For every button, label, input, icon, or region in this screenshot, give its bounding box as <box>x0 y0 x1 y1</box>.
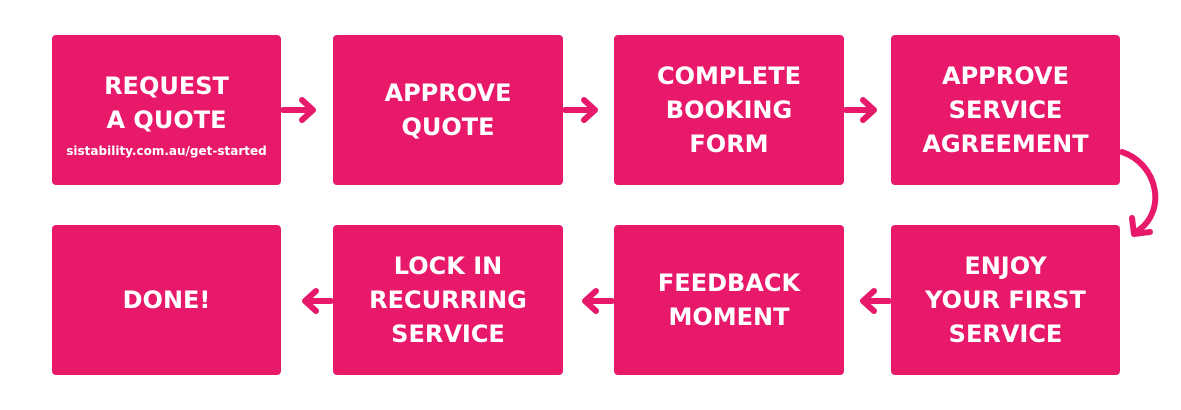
step-label-line: SERVICE <box>391 320 505 348</box>
step-feedback-moment: FEEDBACK MOMENT <box>614 225 844 375</box>
arrow-left-icon <box>860 288 892 314</box>
step-approve-quote: APPROVE QUOTE <box>333 35 563 185</box>
step-label-line: ENJOY <box>964 252 1047 280</box>
step-label-line: YOUR FIRST <box>925 286 1086 314</box>
step-label-line: SERVICE <box>948 320 1063 348</box>
step-label-line: RECURRING <box>369 286 527 314</box>
step-label-line: QUOTE <box>401 113 495 141</box>
step-url: sistability.com.au/get-started <box>66 144 267 158</box>
step-label-line: SERVICE <box>948 96 1063 124</box>
step-label-line: MOMENT <box>668 303 790 331</box>
step-label-line: FEEDBACK <box>657 269 801 297</box>
arrow-left-icon <box>302 288 334 314</box>
arrow-right-icon <box>843 97 877 123</box>
step-label-line: APPROVE <box>384 79 512 107</box>
step-label-line: DONE! <box>122 286 211 314</box>
step-done: DONE! <box>52 225 281 375</box>
arrow-left-icon <box>582 288 615 314</box>
step-complete-booking-form: COMPLETE BOOKING FORM <box>614 35 844 185</box>
arrow-right-icon <box>280 97 316 123</box>
step-request-a-quote: REQUEST A QUOTE sistability.com.au/get-s… <box>52 35 281 185</box>
arrow-right-icon <box>562 97 598 123</box>
arrow-curve-down-icon <box>1119 149 1159 235</box>
arrow-curve-down-icon-head <box>1129 215 1153 237</box>
step-label-line: REQUEST <box>104 72 229 100</box>
step-label-line: APPROVE <box>942 62 1069 90</box>
step-label-line: FORM <box>689 130 769 158</box>
step-label-line: LOCK IN <box>393 252 503 280</box>
step-label-line: AGREEMENT <box>922 130 1089 158</box>
step-lock-in-recurring-service: LOCK IN RECURRING SERVICE <box>333 225 563 375</box>
step-label-line: A QUOTE <box>106 106 227 134</box>
step-enjoy-your-first-service: ENJOY YOUR FIRST SERVICE <box>891 225 1120 375</box>
step-approve-service-agreement: APPROVE SERVICE AGREEMENT <box>891 35 1120 185</box>
step-label-line: BOOKING <box>665 96 793 124</box>
step-label-line: COMPLETE <box>657 62 801 90</box>
